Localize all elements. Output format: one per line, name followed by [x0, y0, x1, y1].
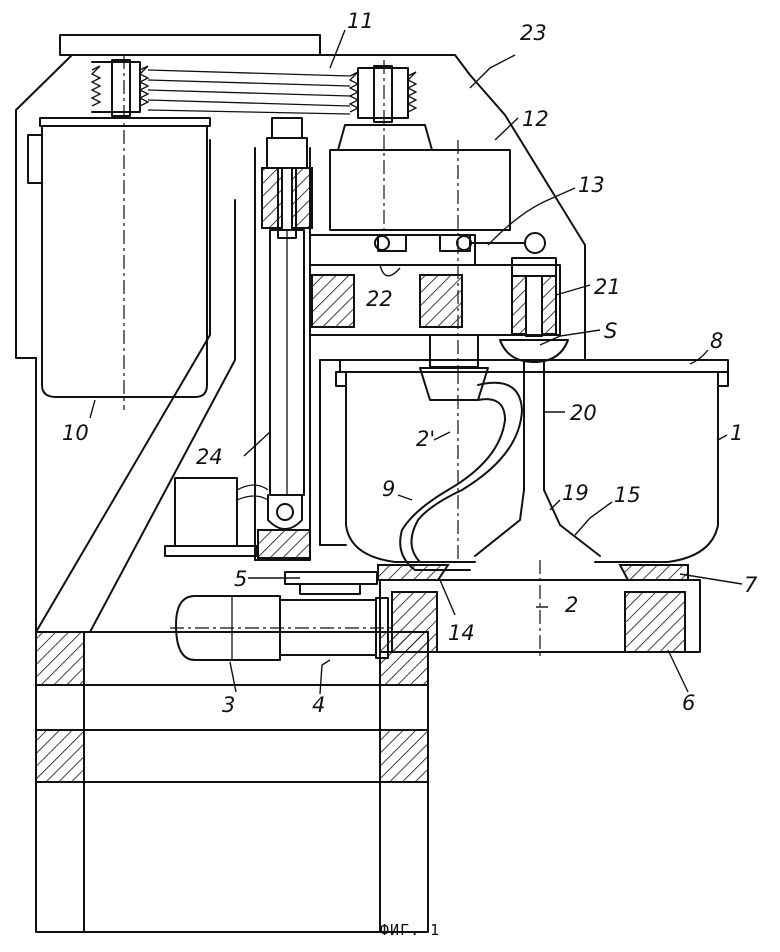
label-S: S [604, 319, 617, 343]
reference-labels: 23 11 12 13 22 21 S 8 20 1 2' 9 19 15 5 … [62, 9, 758, 717]
label-19: 19 [562, 481, 589, 505]
main-motor [27, 55, 211, 410]
label-23: 23 [520, 21, 547, 45]
label-3: 3 [222, 693, 235, 717]
leader-lines [89, 29, 743, 695]
label-5: 5 [234, 567, 247, 591]
bowl-table [377, 560, 701, 660]
label-2: 2 [565, 593, 578, 617]
label-22: 22 [366, 287, 393, 311]
top-cover-plate [59, 34, 321, 56]
label-24: 24 [196, 445, 223, 469]
auxiliary-motor [164, 477, 269, 557]
lift-column [257, 117, 313, 559]
label-8: 8 [710, 329, 723, 353]
label-1: 1 [730, 421, 743, 445]
belt-drive [90, 59, 418, 123]
figure-caption: ФИГ. 1 [380, 921, 440, 939]
spindle-motor [329, 60, 511, 370]
label-7: 7 [744, 573, 758, 597]
label-2-prime: 2' [416, 427, 435, 451]
label-15: 15 [614, 483, 641, 507]
bowl-drive-motor [170, 571, 395, 661]
label-12: 12 [522, 107, 549, 131]
label-6: 6 [682, 691, 695, 715]
label-11: 11 [347, 9, 374, 33]
machine-base [35, 631, 429, 933]
scraper-shaft [474, 257, 601, 557]
label-21: 21 [594, 275, 621, 299]
label-14: 14 [448, 621, 475, 645]
mixing-bowl [319, 359, 729, 563]
label-4: 4 [312, 693, 325, 717]
dough-hook [399, 334, 523, 571]
label-9: 9 [382, 477, 395, 501]
label-20: 20 [570, 401, 597, 425]
label-10: 10 [62, 421, 89, 445]
label-13: 13 [578, 173, 605, 197]
